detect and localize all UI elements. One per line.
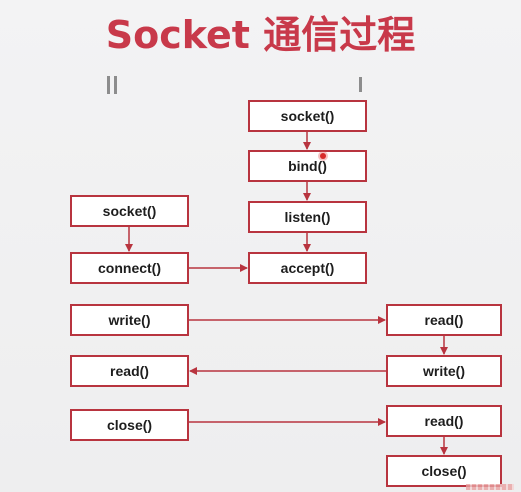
client-read-label: read()	[110, 363, 149, 379]
server-write-label: write()	[423, 363, 465, 379]
server-bind-box: bind()	[248, 150, 367, 182]
client-connect-box: connect()	[70, 252, 189, 284]
server-close-label: close()	[421, 463, 467, 479]
client-write-box: write()	[70, 304, 189, 336]
server-close-box: close()	[386, 455, 502, 487]
decorative-mark	[359, 77, 362, 92]
slide-title: Socket 通信过程	[105, 13, 416, 57]
server-read2-label: read()	[424, 413, 464, 429]
server-socket-label: socket()	[280, 108, 335, 124]
client-close-box: close()	[70, 409, 189, 441]
pointer-dot	[320, 153, 326, 159]
server-listen-box: listen()	[248, 201, 367, 233]
server-accept-box: accept()	[248, 252, 367, 284]
server-read-box: read()	[386, 304, 502, 336]
server-socket-box: socket()	[248, 100, 367, 132]
server-read-label: read()	[424, 312, 464, 328]
server-read2-box: read()	[386, 405, 502, 437]
client-close-label: close()	[106, 417, 153, 433]
decorative-marks	[107, 76, 121, 94]
corner-watermark	[466, 484, 514, 490]
client-write-label: write()	[108, 312, 151, 328]
server-bind-label: bind()	[288, 158, 327, 174]
client-socket-label: socket()	[102, 203, 157, 219]
server-listen-label: listen()	[284, 209, 331, 225]
server-write-box: write()	[386, 355, 502, 387]
client-connect-label: connect()	[98, 260, 161, 276]
server-accept-label: accept()	[280, 260, 335, 276]
client-socket-box: socket()	[70, 195, 189, 227]
client-read-box: read()	[70, 355, 189, 387]
